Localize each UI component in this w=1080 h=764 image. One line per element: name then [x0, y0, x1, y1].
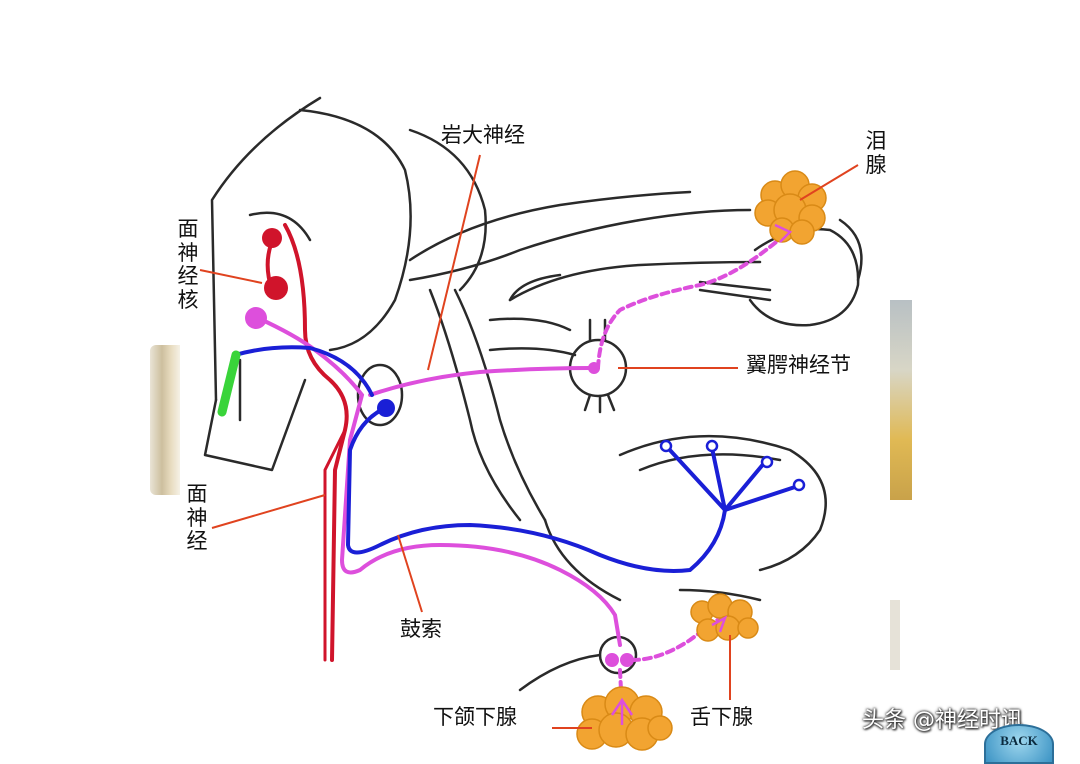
- label-pterygopalatine-ganglion: 翼腭神经节: [746, 353, 851, 377]
- label-greater-petrosal-nerve: 岩大神经: [441, 123, 525, 147]
- lacrimal-gland-shape: [754, 170, 827, 245]
- label-submandibular-gland: 下颌下腺: [433, 705, 517, 729]
- back-button[interactable]: BACK: [984, 724, 1054, 764]
- taste-fibers: [233, 345, 800, 573]
- pointer-lacrimal: [799, 164, 859, 201]
- label-sublingual-gland: 舌下腺: [690, 705, 753, 729]
- label-facial-nucleus: 面神经核: [177, 217, 199, 312]
- background-photo-fragment: [150, 345, 180, 495]
- brainstem-outline: [210, 96, 322, 402]
- gland-fiber-endings: [711, 615, 728, 633]
- geniculate-ganglion-cell: [377, 399, 395, 417]
- background-photo-fragment: [890, 300, 912, 500]
- gland-fiber-endings: [774, 223, 793, 243]
- anatomy-outline: [203, 96, 863, 692]
- submandibular-gland-shape: [576, 686, 673, 751]
- label-facial-nerve: 面神经: [186, 482, 208, 554]
- ganglion-cell: [605, 653, 619, 667]
- solitary-nucleus: [217, 350, 241, 417]
- background-photo-fragment: [890, 600, 900, 670]
- sublingual-gland-shape: [690, 593, 759, 642]
- pointer-greater-petrosal: [427, 154, 481, 371]
- label-lacrimal-gland: 泪腺: [865, 129, 887, 177]
- ganglion-cell: [620, 653, 634, 667]
- pointer-chorda-tympani: [397, 534, 423, 613]
- gland-fiber-endings: [610, 697, 634, 725]
- label-pointers: [199, 154, 859, 729]
- facial-nucleus-cell: [264, 276, 288, 300]
- salivatory-nucleus-cell: [245, 307, 267, 329]
- pointer-facial-nerve: [211, 494, 326, 529]
- taste-bud-endings: [659, 439, 806, 492]
- pointer-facial-nucleus: [199, 269, 263, 284]
- label-chorda-tympani: 鼓索: [400, 617, 442, 641]
- facial-nucleus-cell: [262, 228, 282, 248]
- ganglion-cell: [588, 362, 600, 374]
